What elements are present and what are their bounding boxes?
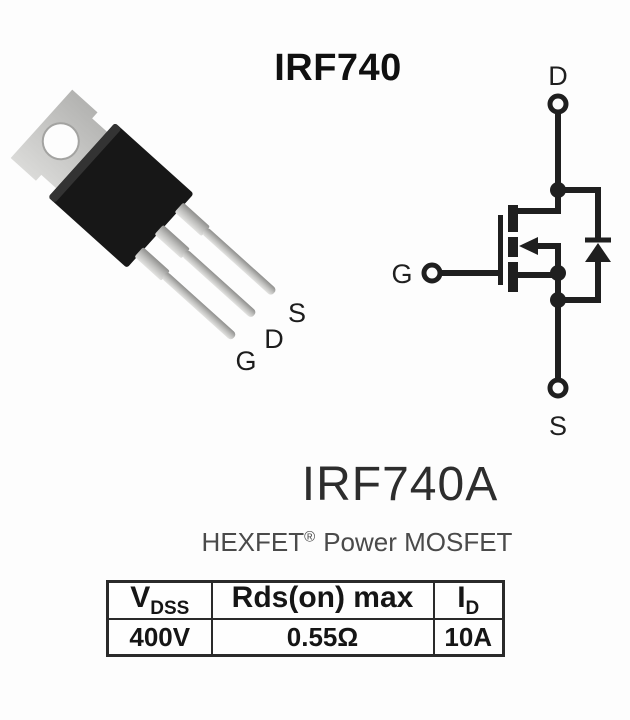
junction-dot-source	[550, 265, 566, 281]
channel-bar-body	[508, 237, 518, 257]
gate-terminal-label: G	[391, 259, 412, 289]
junction-dot-drain	[550, 182, 566, 198]
spec-header-rdson: Rds(on) max	[210, 580, 435, 620]
source-pin-shoulder	[175, 203, 210, 236]
channel-bar-source	[508, 262, 518, 292]
package-pins	[135, 203, 276, 340]
mosfet-symbol	[498, 190, 561, 292]
diode-lower-wire	[558, 262, 601, 303]
drain-terminal-circle	[547, 93, 569, 115]
diode-upper-wire	[558, 187, 601, 240]
rdson-symbol: Rds(on) max	[231, 581, 414, 614]
body-arrow-icon	[519, 237, 538, 255]
spec-header-vdss: VDSS	[106, 580, 213, 620]
spec-header-id: ID	[432, 580, 505, 620]
family-name: HEXFET	[201, 527, 305, 557]
spec-value-vdss: 400V	[106, 618, 213, 657]
vdss-subscript: DSS	[150, 598, 190, 619]
spec-value-id: 10A	[432, 618, 505, 657]
source-terminal-circle	[547, 377, 569, 399]
drain-pin	[182, 250, 256, 317]
to220-package-photo: S D G	[10, 89, 306, 376]
photo-pin-label-drain: D	[264, 324, 284, 354]
to220-package	[10, 89, 276, 340]
body-diode	[558, 187, 611, 303]
gate-terminal-circle	[421, 262, 443, 284]
mosfet-schematic: D G S	[391, 61, 611, 441]
spec-value-rdson: 0.55Ω	[210, 618, 435, 657]
gate-plate	[498, 215, 503, 285]
drain-terminal-label: D	[548, 61, 568, 91]
part-subtitle: HEXFET® Power MOSFET	[137, 528, 577, 557]
diode-triangle	[585, 243, 611, 262]
page-title: IRF740	[274, 47, 402, 89]
plastic-body-highlight	[49, 124, 121, 202]
source-pin	[202, 228, 276, 295]
id-subscript: D	[465, 598, 480, 619]
gate-pin	[162, 272, 236, 340]
spec-header-row: VDSS Rds(on) max ID	[106, 580, 505, 620]
registered-trademark-icon: ®	[304, 528, 316, 546]
source-terminal-label: S	[549, 411, 567, 441]
junction-dot-diode	[550, 292, 566, 308]
vdss-symbol: V	[130, 581, 151, 614]
body-lead	[530, 243, 561, 273]
id-symbol: I	[457, 581, 466, 614]
photo-pin-label-gate: G	[235, 346, 256, 376]
part-name: IRF740A	[301, 458, 499, 511]
spec-table: VDSS Rds(on) max ID 400V 0.55Ω 10A	[106, 580, 505, 657]
mounting-hole	[41, 122, 80, 161]
channel-bar-drain	[508, 205, 518, 232]
gate-pin-shoulder	[135, 247, 170, 280]
drain-pin-shoulder	[155, 225, 190, 258]
device-type: Power MOSFET	[323, 527, 513, 557]
spec-value-row: 400V 0.55Ω 10A	[106, 618, 505, 657]
photo-pin-label-source: S	[288, 298, 306, 328]
